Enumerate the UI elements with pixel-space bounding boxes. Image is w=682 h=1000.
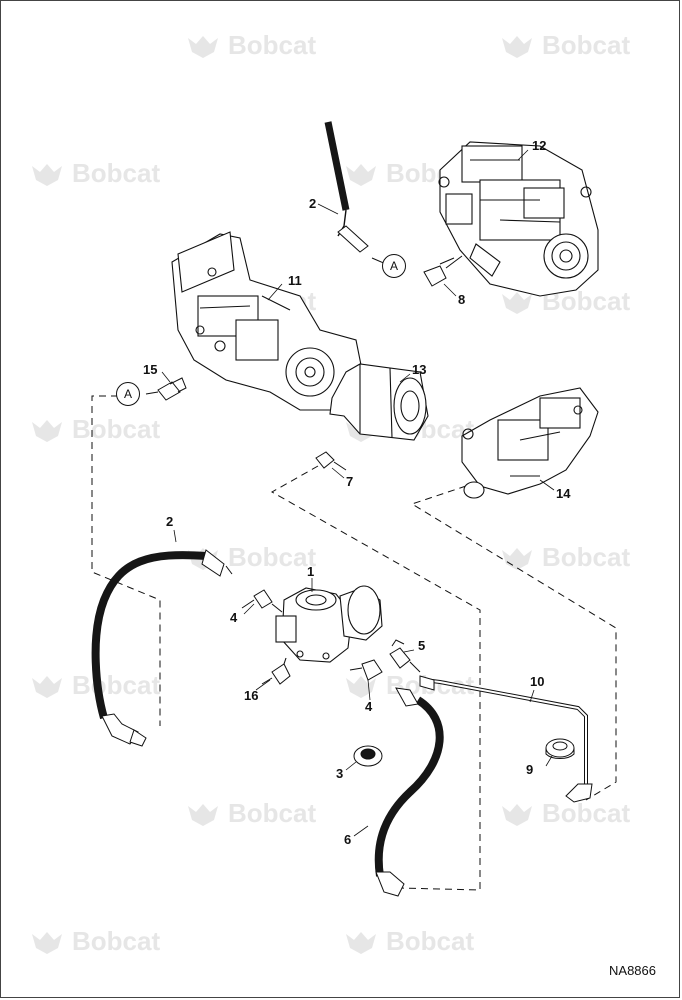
bobcat-logo-icon bbox=[30, 674, 64, 700]
grommet-9 bbox=[545, 738, 575, 759]
bobcat-logo-icon bbox=[30, 418, 64, 444]
callout-2-left: 2 bbox=[166, 514, 174, 529]
bobcat-watermark: Bobcat bbox=[30, 670, 160, 701]
bobcat-watermark: Bobcat bbox=[30, 926, 160, 957]
callout-2-top: 2 bbox=[309, 196, 317, 211]
watermark-text: Bobcat bbox=[228, 30, 317, 60]
callout-6: 6 bbox=[344, 832, 352, 847]
callout-15: 15 bbox=[143, 362, 158, 377]
callout-8: 8 bbox=[458, 292, 466, 307]
watermark-text: Bobcat bbox=[72, 414, 161, 444]
valve-14 bbox=[461, 387, 599, 499]
callout-leaders bbox=[161, 149, 555, 837]
fitting-15 bbox=[145, 377, 187, 401]
callout-4-lower: 4 bbox=[365, 699, 373, 714]
callout-16: 16 bbox=[244, 688, 259, 703]
bobcat-watermark: Bobcat bbox=[500, 798, 630, 829]
callout-12: 12 bbox=[532, 138, 547, 153]
bobcat-watermark: Bobcat bbox=[30, 414, 160, 445]
filter-valve-1 bbox=[275, 585, 383, 677]
callout-11: 11 bbox=[288, 273, 302, 288]
callout-3: 3 bbox=[336, 766, 344, 781]
fitting-8 bbox=[423, 255, 463, 287]
watermark-text: Bobcat bbox=[542, 798, 631, 828]
bobcat-logo-icon bbox=[186, 34, 220, 60]
connector-a-left: A bbox=[116, 382, 140, 406]
watermark-text: Bobcat bbox=[72, 670, 161, 700]
watermark-text: Bobcat bbox=[228, 798, 317, 828]
watermark-text: Bobcat bbox=[72, 158, 161, 188]
bobcat-watermark: Bobcat bbox=[500, 30, 630, 61]
fitting-16 bbox=[261, 663, 291, 685]
callout-10: 10 bbox=[530, 674, 545, 689]
watermark-text: Bobcat bbox=[542, 30, 631, 60]
watermark-text: Bobcat bbox=[72, 926, 161, 956]
bobcat-logo-icon bbox=[500, 290, 534, 316]
bobcat-logo-icon bbox=[500, 34, 534, 60]
connector-a-top: A bbox=[382, 254, 406, 278]
fitting-4-upper bbox=[241, 589, 283, 613]
bobcat-watermark: Bobcat bbox=[500, 542, 630, 573]
bobcat-logo-icon bbox=[186, 802, 220, 828]
tube-10 bbox=[419, 675, 593, 803]
bobcat-logo-icon bbox=[30, 930, 64, 956]
drawing-id: NA8866 bbox=[609, 963, 656, 978]
watermark-text: Bobcat bbox=[542, 542, 631, 572]
bobcat-logo-icon bbox=[500, 546, 534, 572]
bobcat-logo-icon bbox=[500, 802, 534, 828]
fitting-4-lower bbox=[349, 659, 383, 681]
bobcat-watermark: Bobcat bbox=[30, 158, 160, 189]
callout-5: 5 bbox=[418, 638, 426, 653]
callout-7: 7 bbox=[346, 474, 354, 489]
grommet-3 bbox=[353, 745, 383, 767]
callout-14: 14 bbox=[556, 486, 571, 501]
watermark-text: Bobcat bbox=[228, 542, 317, 572]
bobcat-watermark: Bobcat bbox=[186, 798, 316, 829]
fitting-7 bbox=[315, 451, 347, 471]
watermark-text: Bobcat bbox=[386, 926, 475, 956]
bobcat-logo-icon bbox=[344, 162, 378, 188]
pump-12 bbox=[438, 141, 599, 297]
callout-9: 9 bbox=[526, 762, 534, 777]
bobcat-logo-icon bbox=[344, 930, 378, 956]
bobcat-logo-icon bbox=[344, 674, 378, 700]
bobcat-logo-icon bbox=[30, 162, 64, 188]
pump-11 bbox=[171, 231, 365, 411]
callout-4-upper: 4 bbox=[230, 610, 238, 625]
bobcat-watermark: Bobcat bbox=[186, 30, 316, 61]
dashed-leaders bbox=[91, 395, 617, 891]
hose-left bbox=[91, 549, 233, 747]
callout-13: 13 bbox=[412, 362, 427, 377]
bobcat-watermark: Bobcat bbox=[344, 926, 474, 957]
hose-6 bbox=[374, 687, 444, 897]
pump-13 bbox=[329, 363, 429, 441]
fitting-5 bbox=[389, 639, 421, 673]
bobcat-watermark: Bobcat bbox=[500, 286, 630, 317]
hose-top bbox=[324, 121, 387, 265]
callout-1: 1 bbox=[307, 564, 315, 579]
